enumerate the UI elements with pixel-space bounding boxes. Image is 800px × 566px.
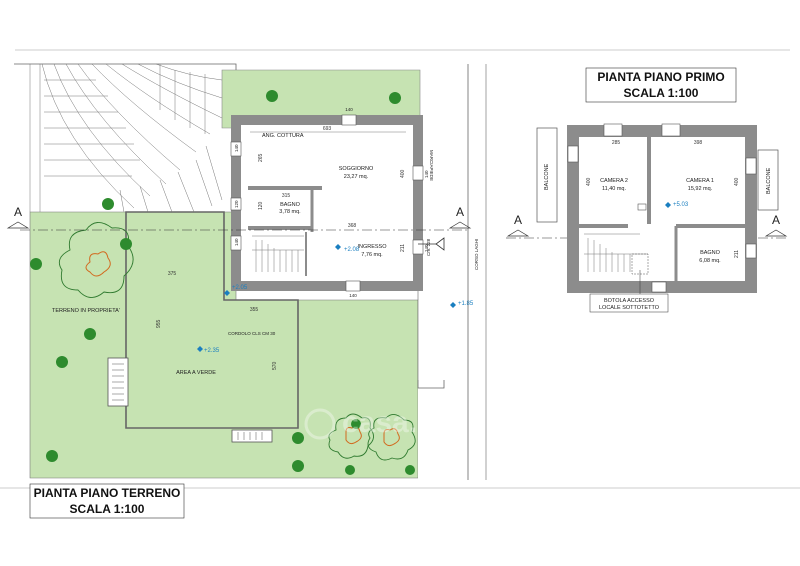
corso-label: CORSO LAGHI (474, 239, 479, 270)
section-letter: A (456, 205, 464, 219)
level-185: +1.85 (458, 301, 474, 307)
level-205: +2.05 (232, 285, 248, 291)
dim-400-first-right: 400 (734, 177, 740, 186)
dim-211-first: 211 (734, 250, 740, 258)
window-dim: 140 (345, 107, 353, 112)
dim-285: 285 (612, 140, 621, 146)
balcony-right (757, 149, 779, 211)
section-marker-icon (6, 221, 30, 229)
bagno-first-label: BAGNO (700, 250, 721, 256)
bagno-first-area: 6,08 mq. (699, 258, 721, 264)
dim-400-ground: 400 (400, 169, 406, 178)
ground-floor-plan (14, 63, 487, 480)
ground-windows (230, 114, 424, 292)
section-letter: A (514, 213, 522, 227)
ground-floor-scale: SCALA 1:100 (70, 502, 145, 516)
section-marker-icon (448, 221, 472, 229)
area-verde-label: AREA A VERDE (176, 370, 216, 376)
balcone-left-label: BALCONE (544, 163, 550, 190)
cordolo-label: CORDOLO CLS CM 30 (228, 331, 276, 336)
dim-398: 398 (694, 140, 703, 146)
watermark-house-icon (304, 408, 336, 440)
camera1-area: 15,92 mq. (688, 186, 713, 192)
camera1-label: CAMERA 1 (686, 178, 714, 184)
grille-left-lines (112, 363, 124, 401)
ground-floor-house (230, 114, 445, 292)
interior-stairs (252, 235, 304, 272)
watermark: casa.it (304, 406, 435, 440)
dim-355: 355 (250, 307, 259, 313)
window-dim: 120 (234, 200, 239, 208)
level-marker-icon (450, 302, 456, 308)
level-marker-icon (665, 202, 671, 208)
balcony-left (536, 127, 558, 223)
first-floor-scale: SCALA 1:100 (624, 86, 699, 100)
dim-211-ground: 211 (400, 244, 406, 252)
bagno-ground-area: 3,78 mq. (279, 209, 301, 215)
level-marker-icon (197, 346, 203, 352)
first-floor-title: PIANTA PIANO PRIMO (597, 70, 724, 84)
shrub-icons (30, 90, 415, 475)
first-floor-plan (29, 67, 779, 519)
window-dim: 140 (349, 293, 357, 298)
first-floor-title-box (585, 67, 737, 103)
soggiorno-area: 23,27 mq. (344, 174, 369, 180)
bagno-ground-label: BAGNO (280, 202, 301, 208)
section-marker-icon (764, 229, 788, 237)
first-windows (567, 123, 757, 293)
botola-line1: BOTOLA ACCESSO (604, 298, 655, 304)
dim-955: 955 (156, 319, 162, 328)
dim-400-first-left: 400 (586, 177, 592, 186)
dim-120: 120 (258, 201, 264, 210)
level-markers-ground (197, 244, 456, 352)
gate-detail (417, 380, 445, 389)
window-dim: 140 (424, 244, 429, 252)
tree-cluster-icon (328, 413, 416, 461)
watermark-text: casa.it (342, 406, 435, 439)
level-235: +2.35 (204, 348, 220, 354)
civico-label: CIV. 228 (426, 238, 431, 256)
ang-cottura-label: ANG. COTTURA (262, 133, 304, 139)
botola-line2: LOCALE SOTTOTETTO (599, 305, 660, 311)
level-marker-icon (224, 290, 230, 296)
terreno-label: TERRENO IN PROPRIETA' (52, 308, 120, 314)
soggiorno-label: SOGGIORNO (339, 166, 374, 172)
tree-large-icon (58, 222, 134, 298)
ground-floor-title-box (29, 483, 185, 519)
balcone-right-label: BALCONE (766, 167, 772, 194)
area-verde-boundary (125, 211, 299, 429)
camera2-label: CAMERA 2 (600, 178, 628, 184)
window-dim: 140 (234, 238, 239, 246)
dim-315: 315 (282, 193, 291, 199)
section-marker-icon (506, 229, 530, 237)
sidewalk-strip (418, 300, 468, 480)
level-208: +2.08 (344, 247, 360, 253)
level-marker-icon (335, 244, 341, 250)
window-dim: 140 (424, 170, 429, 178)
first-outer-wall (567, 125, 757, 293)
dim-375: 375 (168, 271, 177, 277)
section-letter: A (14, 205, 22, 219)
grille-bottom-lines (237, 432, 263, 440)
fence-top (14, 63, 237, 70)
level-503: +5.03 (673, 202, 689, 208)
external-stairs (29, 63, 223, 213)
dim-693: 693 (323, 126, 332, 132)
dim-570: 570 (272, 361, 278, 370)
dim-368: 368 (348, 223, 357, 229)
section-letter: A (772, 213, 780, 227)
ground-floor-title: PIANTA PIANO TERRENO (34, 486, 181, 500)
dim-265: 265 (258, 153, 264, 162)
ingresso-label: INGRESSO (357, 244, 387, 250)
botola-label-box (589, 293, 669, 313)
marciapiede-label: MARCIAPIEDE (429, 150, 434, 181)
window-dim: 140 (234, 144, 239, 152)
camera2-area: 11,40 mq. (602, 186, 627, 192)
entry-arrow-icon (435, 237, 445, 251)
ingresso-area: 7,76 mq. (361, 252, 383, 258)
